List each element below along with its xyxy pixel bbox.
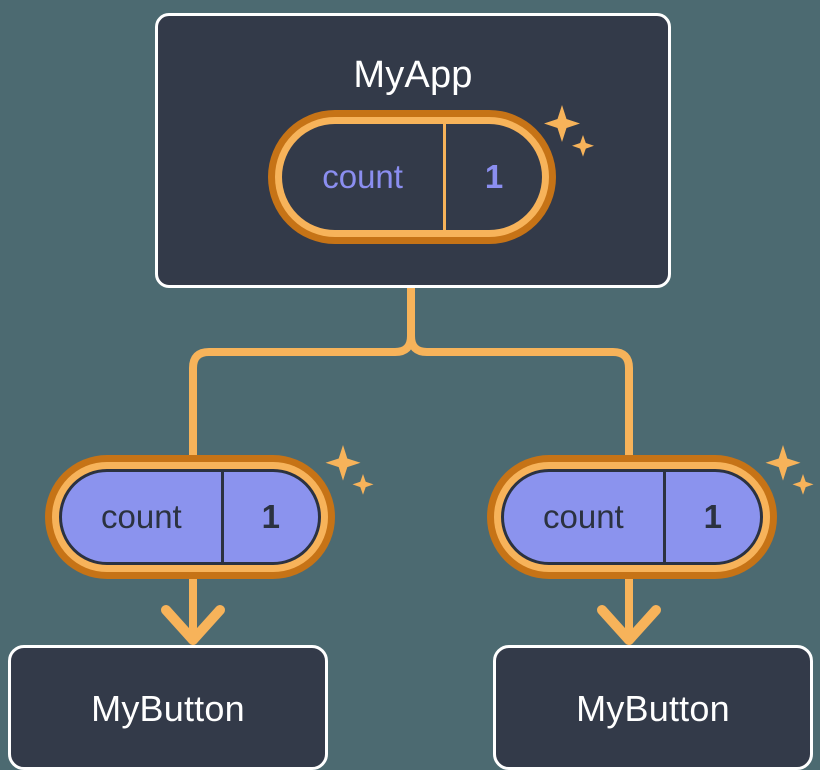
state-pill-body: count 1 [501, 469, 763, 565]
state-pill-child-right[interactable]: count 1 [487, 455, 777, 579]
component-title: MyButton [576, 688, 730, 729]
state-key-label: count [100, 498, 182, 535]
state-pill-body: count 1 [282, 124, 542, 230]
state-key-label: count [322, 158, 403, 195]
component-card-mybutton-right[interactable]: MyButton [493, 645, 813, 770]
component-title: MyButton [91, 688, 245, 729]
state-pill-ring: count 1 [52, 462, 328, 572]
component-card-mybutton-left[interactable]: MyButton [8, 645, 328, 770]
state-pill-child-left[interactable]: count 1 [45, 455, 335, 579]
state-value-label: 1 [220, 472, 318, 562]
connector-branch-left [189, 284, 415, 466]
page-title: MyApp [353, 54, 473, 96]
sparkle-icon [325, 445, 374, 495]
state-value-label: 1 [443, 124, 542, 230]
state-value-label: 1 [662, 472, 760, 562]
state-pill-ring: count 1 [275, 117, 549, 237]
state-pill-body: count 1 [59, 469, 321, 565]
connector-branch-right [407, 284, 633, 466]
arrow-head-left [161, 605, 225, 645]
state-pill-ring: count 1 [494, 462, 770, 572]
state-pill-root[interactable]: count 1 [268, 110, 556, 244]
state-key-label: count [542, 498, 624, 535]
arrow-head-right [597, 605, 661, 645]
